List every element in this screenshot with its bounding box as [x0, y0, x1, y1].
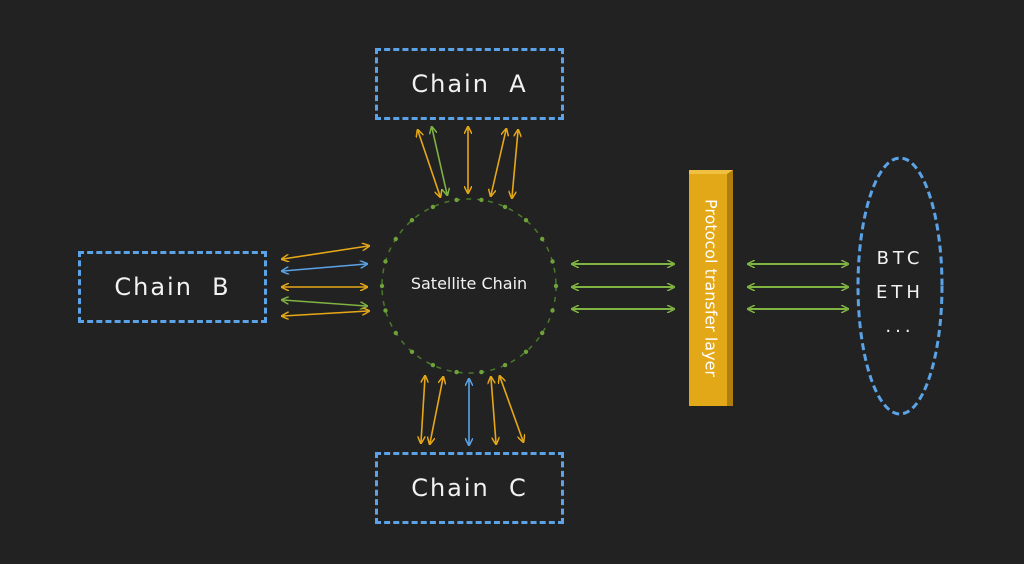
circle-dot	[540, 236, 545, 242]
circle-dot	[383, 308, 388, 313]
arrow-a-1	[418, 131, 440, 196]
arrow-b-2	[283, 264, 366, 271]
circle-dot	[393, 236, 398, 242]
circle-dot	[479, 197, 484, 203]
arrow-a-5	[512, 131, 518, 197]
assets-list: BTC ETH ...	[858, 242, 942, 344]
circle-dot	[523, 218, 529, 223]
arrow-c-2	[430, 378, 443, 443]
chain-b-box: Chain B	[78, 251, 267, 323]
arrow-c-5	[500, 377, 523, 441]
circle-dot	[479, 369, 484, 375]
asset-more: ...	[885, 316, 915, 337]
arrow-c-1	[421, 377, 425, 442]
chain-c-label: Chain C	[411, 474, 528, 502]
chain-a-label: Chain A	[411, 70, 528, 98]
protocol-transfer-layer	[689, 170, 733, 406]
chain-b-label: Chain B	[114, 273, 231, 301]
circle-dot	[540, 330, 545, 336]
chain-c-box: Chain C	[375, 452, 564, 524]
arrow-b-5	[283, 311, 368, 316]
circle-dot	[409, 218, 415, 223]
arrows-chain-b	[283, 246, 368, 316]
arrows-chain-a	[418, 128, 518, 197]
circle-dot	[550, 259, 555, 264]
circle-dot	[379, 283, 385, 289]
circle-dot	[523, 349, 529, 354]
arrows-satellite-protocol	[573, 264, 673, 309]
chain-a-box: Chain A	[375, 48, 564, 120]
arrow-a-2	[432, 128, 447, 194]
assets-ellipse	[856, 156, 944, 416]
arrow-c-4	[491, 378, 496, 443]
asset-btc: BTC	[876, 248, 924, 269]
circle-dot	[430, 362, 436, 368]
circle-dot	[430, 204, 436, 210]
arrow-b-4	[283, 300, 366, 306]
circle-dot	[550, 308, 555, 313]
circle-dot	[454, 369, 459, 375]
arrow-b-1	[283, 246, 368, 259]
circle-dot	[502, 204, 508, 210]
arrows-protocol-assets	[749, 264, 847, 309]
protocol-transfer-layer-label: Protocol transfer layer	[701, 199, 721, 377]
satellite-chain-label: Satellite Chain	[410, 274, 528, 293]
circle-dot	[409, 349, 415, 354]
circle-dot	[454, 197, 459, 203]
arrows-chain-c	[421, 377, 523, 444]
circle-dot	[393, 330, 398, 336]
arrow-a-4	[491, 130, 506, 195]
asset-eth: ETH	[876, 282, 924, 303]
circle-dot	[502, 362, 508, 368]
circle-dot	[383, 259, 388, 264]
circle-dot	[553, 283, 559, 289]
satellite-circle-dots	[379, 197, 559, 375]
